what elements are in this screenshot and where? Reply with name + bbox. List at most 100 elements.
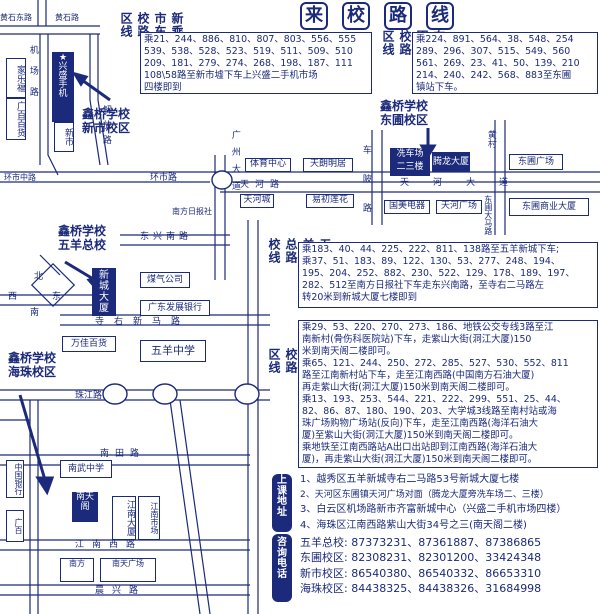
address-label: 上 课 地 址 (272, 474, 292, 532)
phone-campus: 五羊总校: (300, 536, 348, 549)
route-line: 厦)至紫山大街(洞江大厦)150米到南天阁二楼即可。 (302, 430, 519, 442)
campus-name: 鑫桥学校 (380, 99, 429, 113)
label-char: 电 (277, 558, 287, 569)
route-line: 乘地铁至江南西路站A出口出站即到江南西路(海洋石油大 (302, 442, 538, 454)
road-label: 广州大道 (229, 130, 240, 198)
road-label: 南田路 (100, 449, 146, 459)
phone-row: 海珠校区: 84438325、84438326、31684998 (300, 581, 598, 596)
phone-numbers: 82308231、82301200、33424348 (351, 551, 542, 565)
route-line: 厦)，再走紫山大街(洞江大厦)150米到南天阁二楼即可。 (302, 454, 538, 466)
place-box: 中国银行 (6, 460, 24, 498)
route-line: 南新村(骨伤科医院站)下车，走紫山大街(洞江大厦)150 (302, 334, 532, 346)
campus-wuyang: 鑫桥学校 五羊总校 (58, 224, 107, 253)
wuyang-pin[interactable]: 新城大厦 (92, 268, 116, 316)
dongpu-pin-2[interactable]: 腾龙大厦 (432, 152, 470, 172)
place-box: 天河城 (240, 194, 274, 208)
campus-name: 鑫桥学校 (58, 224, 107, 238)
campus-sub: 东圃校区 (380, 112, 429, 127)
route-line: 乘13、193、253、544、221、222、299、551、25、44、 (302, 394, 567, 406)
route-box-dongpu: 乘224、891、564、38、548、254 289、296、307、515、… (412, 32, 598, 94)
phone-numbers: 87373231、87361887、87386865 (351, 536, 542, 549)
route-line: 乘37、51、183、89、122、130、53、277、248、194、 (302, 256, 561, 268)
campus-name: 鑫桥学校 (8, 351, 57, 365)
place-box: 煤气公司 (140, 272, 190, 288)
address-item: 2、天河区东圃镇天河广场对面（腾龙大厦旁冼车场二、三楼） (300, 490, 549, 500)
campus-haizhu: 鑫桥学校 海珠校区 (8, 351, 57, 380)
place-box: 南武中学 (60, 460, 112, 478)
route-box-xinshi: 乘21、244、886、810、807、803、556、555 539、538、… (140, 32, 372, 94)
dongpu-pin[interactable]: 冼车场二三楼 (390, 148, 430, 176)
road-label: 江南西路 (75, 540, 144, 550)
campus-sub: 新市校区 (82, 120, 131, 135)
place-label: 南方日报社 (172, 207, 212, 216)
phone-row: 东圃校区: 82308231、82301200、33424348 (300, 550, 598, 565)
campus-xinshi: 鑫桥学校 新市校区 (82, 107, 131, 136)
phone-list: 五羊总校: 87373231、87361887、87386865 东圃校区: 8… (300, 535, 598, 597)
route-line: 209、181、279、274、268、198、187、111 (144, 58, 353, 70)
title-bar: 来 校 路 线 (300, 2, 460, 32)
route-line: 四楼即到 (144, 82, 182, 94)
route-line: 282、512至南方日报社下车走东兴南路，至寺右二马路左 (302, 280, 545, 292)
place-box: 南天广场 (100, 558, 156, 582)
phone-campus: 东圃校区: (300, 551, 348, 565)
label-char: 咨 (277, 537, 287, 548)
place-box: 天朗明居 (303, 158, 353, 172)
route-box-haizhu: 乘29、53、220、270、273、186、地铁公交专线3路至江 南新村(骨伤… (298, 320, 598, 468)
haizhu-pin[interactable]: 南天阁 (72, 492, 98, 522)
campus-dongpu: 鑫桥学校 东圃校区 (380, 99, 429, 128)
place-box: 广百 (6, 510, 24, 542)
place-box: 家乐福 (6, 58, 26, 98)
route-line: 289、296、307、515、549、560 (416, 46, 571, 58)
address-list: 1、越秀区五羊新城寺右二马路53号新城大厦七楼 2、天河区东圃镇天河广场对面（腾… (300, 472, 598, 534)
compass-east: 东 (52, 292, 62, 302)
road-label: 环市中路 (4, 173, 36, 182)
xinshi-pin[interactable]: ★兴盛手机 (52, 52, 74, 122)
label-char: 址 (277, 506, 287, 518)
route-line: 539、538、528、523、519、511、509、510 (144, 46, 353, 58)
place-box: 国美电器 (384, 200, 430, 214)
route-line: 82、86、87、180、190、203、大学城3线路至南村站或海 (302, 406, 557, 418)
route-line: 转20米到新城大厦七楼即到 (302, 292, 418, 304)
label-char: 课 (277, 485, 287, 497)
phone-campus: 海珠校区: (300, 582, 348, 596)
phone-numbers: 84438325、84438326、31684998 (351, 582, 542, 596)
place-box: 五羊中学 (140, 340, 206, 362)
place-box: 东圃广场 (509, 154, 563, 170)
address-item: 3、白云区机场路新市齐富新城中心（兴盛二手机市场四楼） (300, 504, 567, 516)
route-line: 108\58路至新市墟下车上兴盛二手机市场 (144, 70, 318, 82)
route-line: 乘29、53、220、270、273、186、地铁公交专线3路至江 (302, 322, 554, 333)
label-char: 询 (277, 547, 287, 559)
title-char-1: 来 (300, 2, 328, 30)
campus-name: 鑫桥学校 (82, 107, 131, 121)
address-item: 4、海珠区江南西路紫山大街34号之三(南天阁二楼) (300, 520, 527, 532)
route-line: 乘224、891、564、38、548、254 (416, 34, 574, 45)
place-box: 广百百货 (6, 98, 26, 140)
place-box: 江南大厦 (112, 496, 136, 540)
place-box: 江南市场 (138, 496, 160, 540)
phone-label: 咨 询 电 话 (272, 534, 292, 602)
place-box: 万佳百货 (62, 336, 116, 352)
address-item: 1、越秀区五羊新城寺右二马路53号新城大厦七楼 (300, 474, 520, 485)
route-line: 珠广场购物广场站(反向)下车，走至江南西路(海洋石油大 (302, 418, 538, 430)
road-label: 珠江路 (75, 391, 103, 401)
place-box: 东圃商业大厦 (509, 198, 589, 216)
road-label: 天河大道 (400, 178, 533, 188)
route-line: 镇站下车。 (416, 82, 463, 94)
compass-west: 西 (8, 292, 18, 302)
place-box: 天河广场 (436, 200, 482, 214)
route-line: 561、269、23、41、50、139、210 (416, 58, 580, 70)
route-line: 路至江南新村站下车，走至江南西路(中国南方石油大厦) (302, 370, 535, 382)
phone-row: 五羊总校: 87373231、87361887、87386865 (300, 535, 598, 550)
title-char-4: 线 (426, 2, 454, 30)
route-line: 195、204、252、882、230、522、129、178、189、197、 (302, 268, 575, 280)
route-line: 乘65、121、244、250、272、285、527、530、552、811 (302, 358, 569, 370)
compass-north: 北 (34, 272, 44, 282)
road-label: 东圃大马路 (483, 195, 493, 235)
road-label: 环市路 (150, 173, 178, 183)
label-char: 地 (277, 496, 287, 507)
title-char-2: 校 (342, 2, 370, 30)
road-label: 机场路 (27, 45, 38, 108)
road-label: 晨兴路 (95, 586, 147, 596)
phone-row: 新市校区: 86540380、86540332、86653310 (300, 566, 598, 581)
